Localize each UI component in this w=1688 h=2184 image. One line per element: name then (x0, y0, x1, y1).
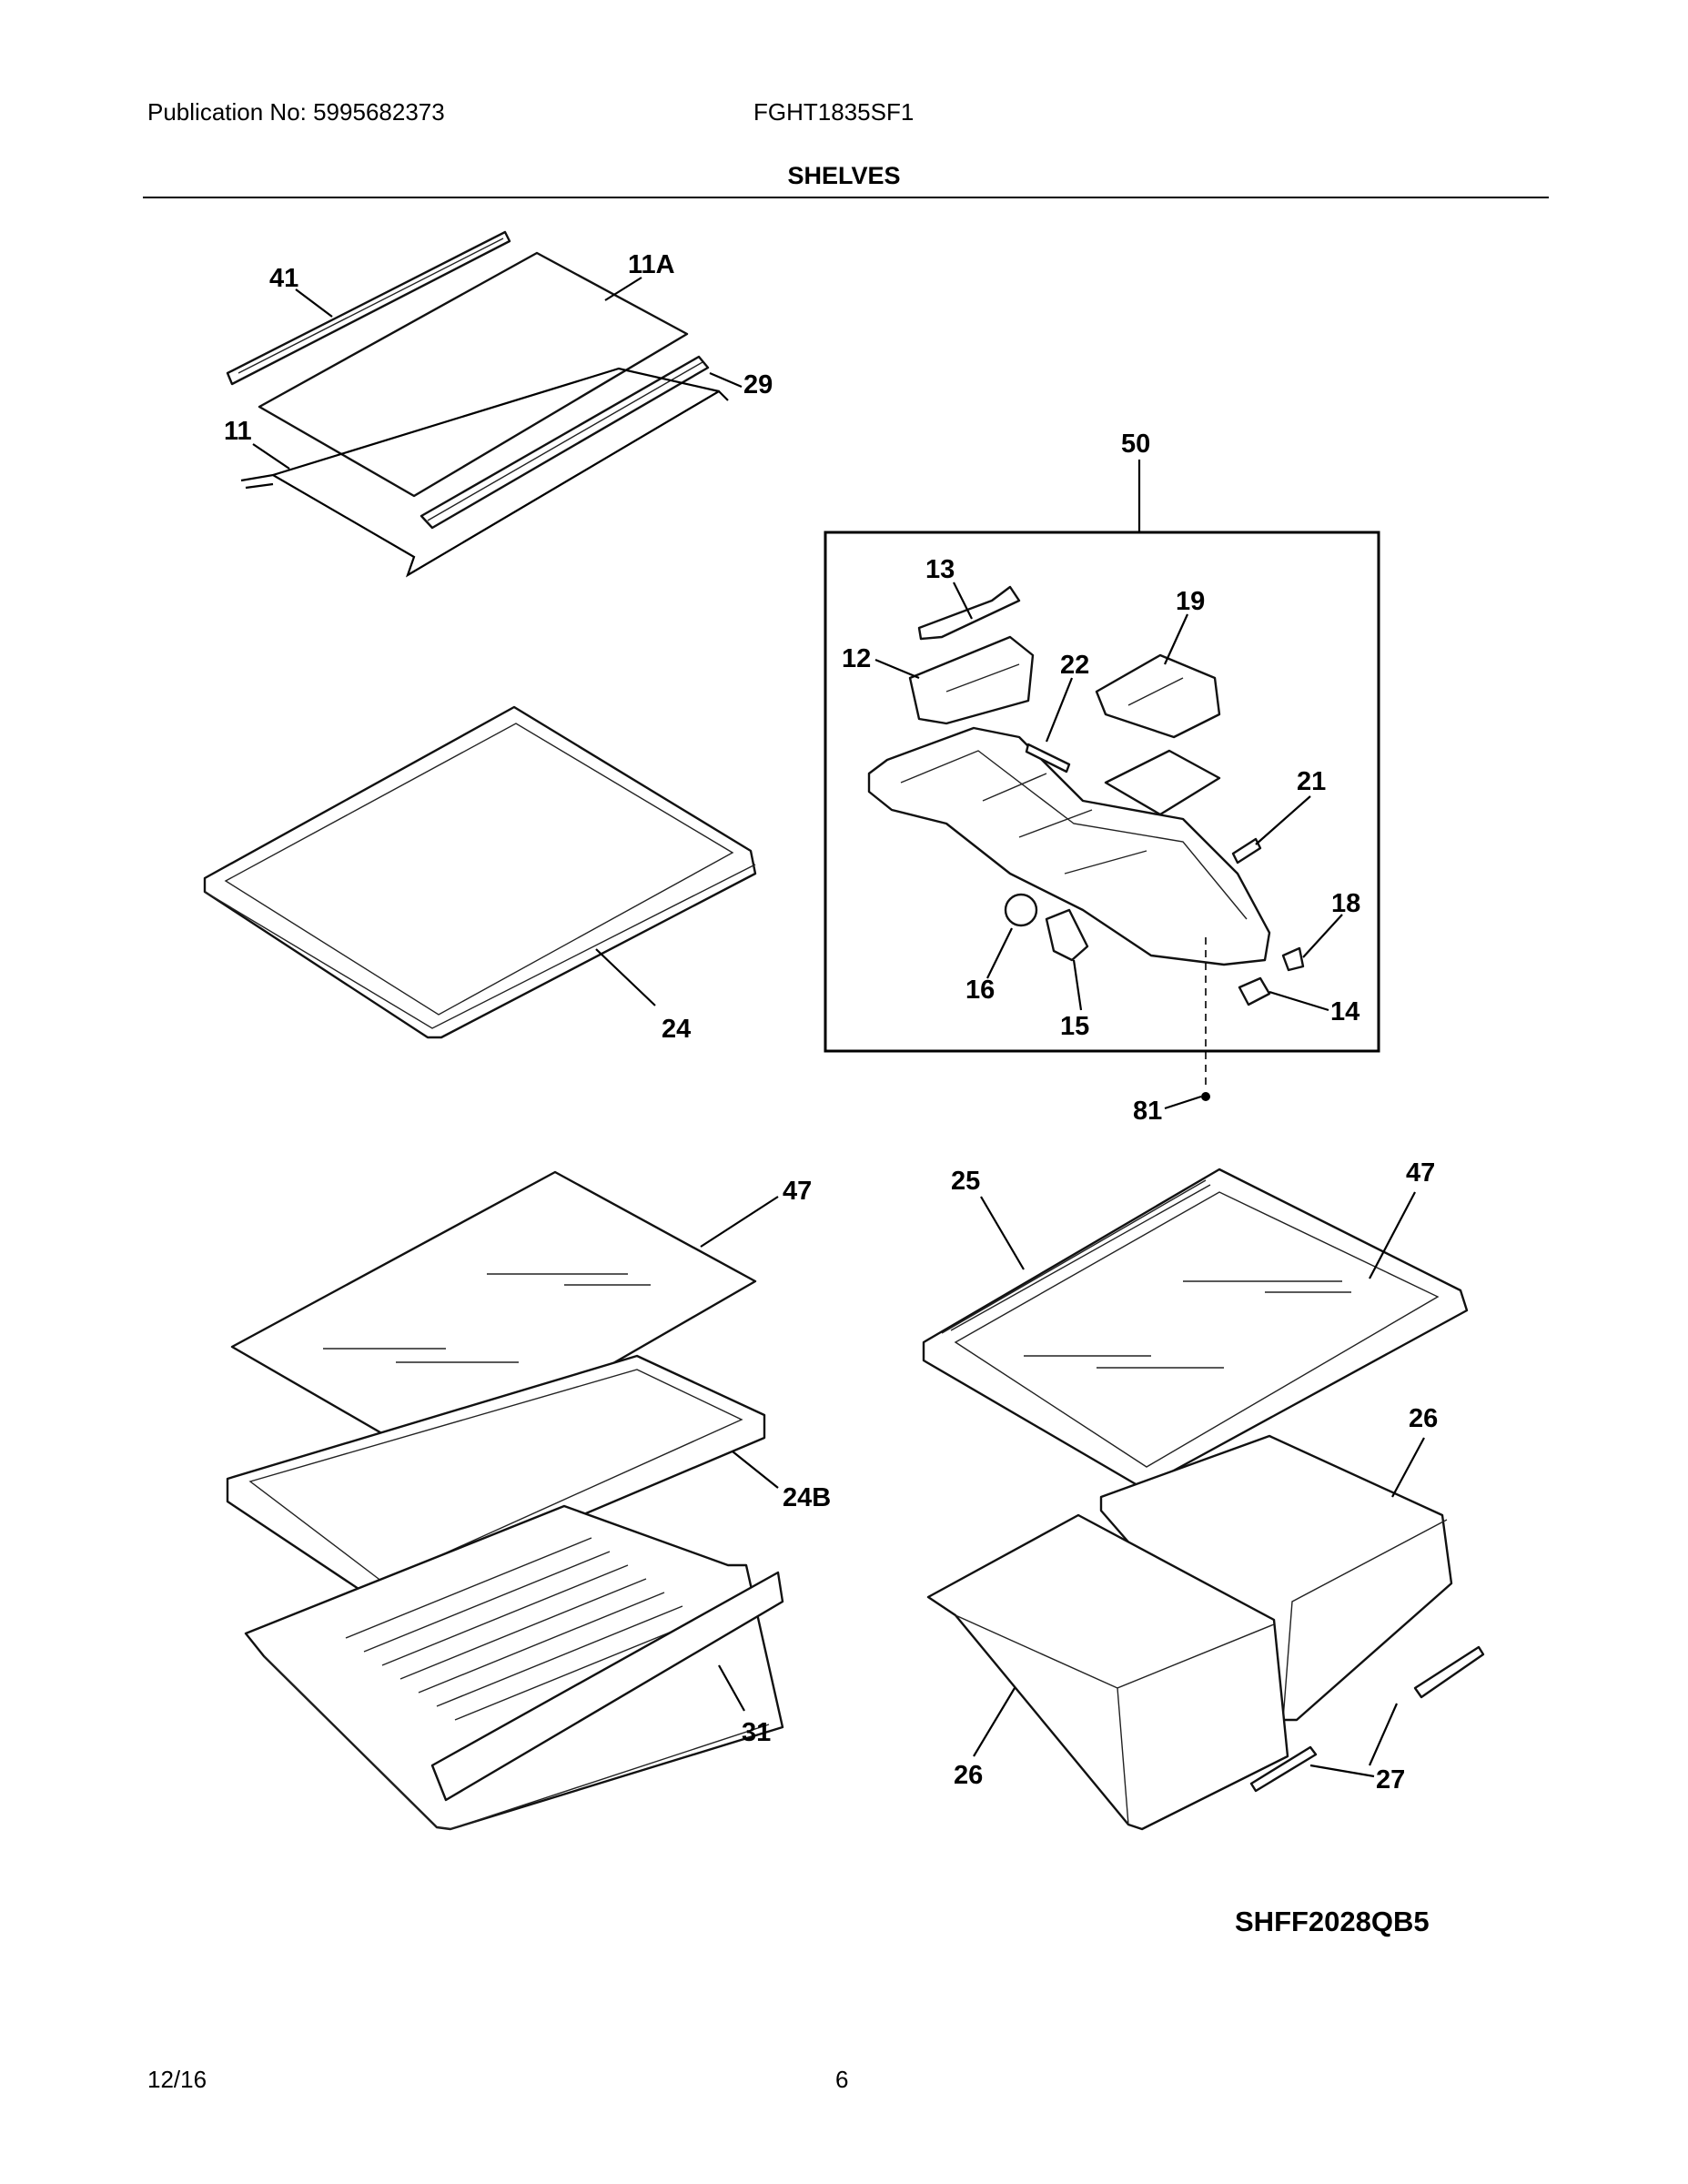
page-number: 6 (835, 2066, 849, 2093)
callout-22: 22 (1060, 651, 1089, 680)
crisper-control-assembly: 50 (824, 430, 1380, 1126)
callout-13: 13 (925, 555, 955, 584)
callout-26-left: 26 (954, 1761, 983, 1790)
callout-11: 11 (224, 417, 252, 446)
part-21 (1231, 837, 1262, 864)
callout-19: 19 (1176, 587, 1205, 616)
shelf-24: 24 (203, 705, 757, 1044)
section-title: SHELVES (787, 162, 901, 189)
callout-14: 14 (1330, 997, 1359, 1026)
callout-24: 24 (662, 1015, 691, 1044)
part-11-frame (240, 389, 729, 578)
part-16 (1004, 893, 1038, 927)
part-15 (1045, 908, 1089, 962)
callout-47-right: 47 (1406, 1158, 1435, 1188)
callout-21: 21 (1297, 767, 1326, 796)
part-41-rail (226, 230, 511, 386)
assembly-50-box (824, 531, 1380, 1053)
publication-number: Publication No: 5995682373 (147, 98, 445, 126)
callout-24b: 24B (783, 1483, 831, 1512)
callout-18: 18 (1331, 889, 1360, 918)
crisper-left-assembly: 47 24B 31 (226, 1170, 831, 1831)
drawer-31-front (430, 1571, 784, 1802)
header-rule (143, 197, 1549, 198)
callout-81: 81 (1133, 1097, 1162, 1126)
part-11a-glass (258, 251, 689, 498)
callout-15: 15 (1060, 1012, 1089, 1041)
callout-50: 50 (1121, 430, 1150, 459)
callout-12: 12 (842, 644, 871, 673)
part-24-shelf (203, 705, 757, 1039)
control-board (1104, 749, 1221, 816)
housing (867, 726, 1271, 966)
part-19 (1095, 653, 1221, 739)
callout-29: 29 (743, 370, 773, 399)
part-24b-frame (226, 1354, 766, 1603)
callout-31: 31 (742, 1718, 771, 1747)
model-number: FGHT1835SF1 (753, 98, 915, 126)
part-81-screw (1201, 1092, 1210, 1101)
part-22 (1025, 743, 1071, 774)
callout-16: 16 (965, 976, 995, 1005)
footer-date: 12/16 (147, 2066, 207, 2093)
callout-41: 41 (269, 264, 298, 293)
part-26-bin-left (926, 1513, 1289, 1831)
part-18 (1281, 946, 1305, 972)
part-27-bracket-lower (1249, 1745, 1318, 1793)
part-47-glass (230, 1170, 757, 1467)
callout-47-left: 47 (783, 1177, 812, 1206)
part-25-cover (922, 1168, 1469, 1490)
part-12 (908, 635, 1035, 725)
callout-25: 25 (951, 1167, 980, 1196)
part-27-bracket-upper (1413, 1645, 1485, 1699)
crisper-right-assembly: 25 47 26 26 27 (922, 1158, 1485, 1831)
part-14 (1238, 976, 1271, 1006)
callout-26-right: 26 (1409, 1404, 1438, 1433)
callout-27: 27 (1376, 1765, 1405, 1795)
shelf-assembly-top: 41 11A 29 11 (224, 230, 773, 578)
drawing-code: SHFF2028QB5 (1235, 1906, 1430, 1937)
callout-11a: 11A (628, 250, 675, 279)
part-47-glass-right (954, 1191, 1440, 1468)
